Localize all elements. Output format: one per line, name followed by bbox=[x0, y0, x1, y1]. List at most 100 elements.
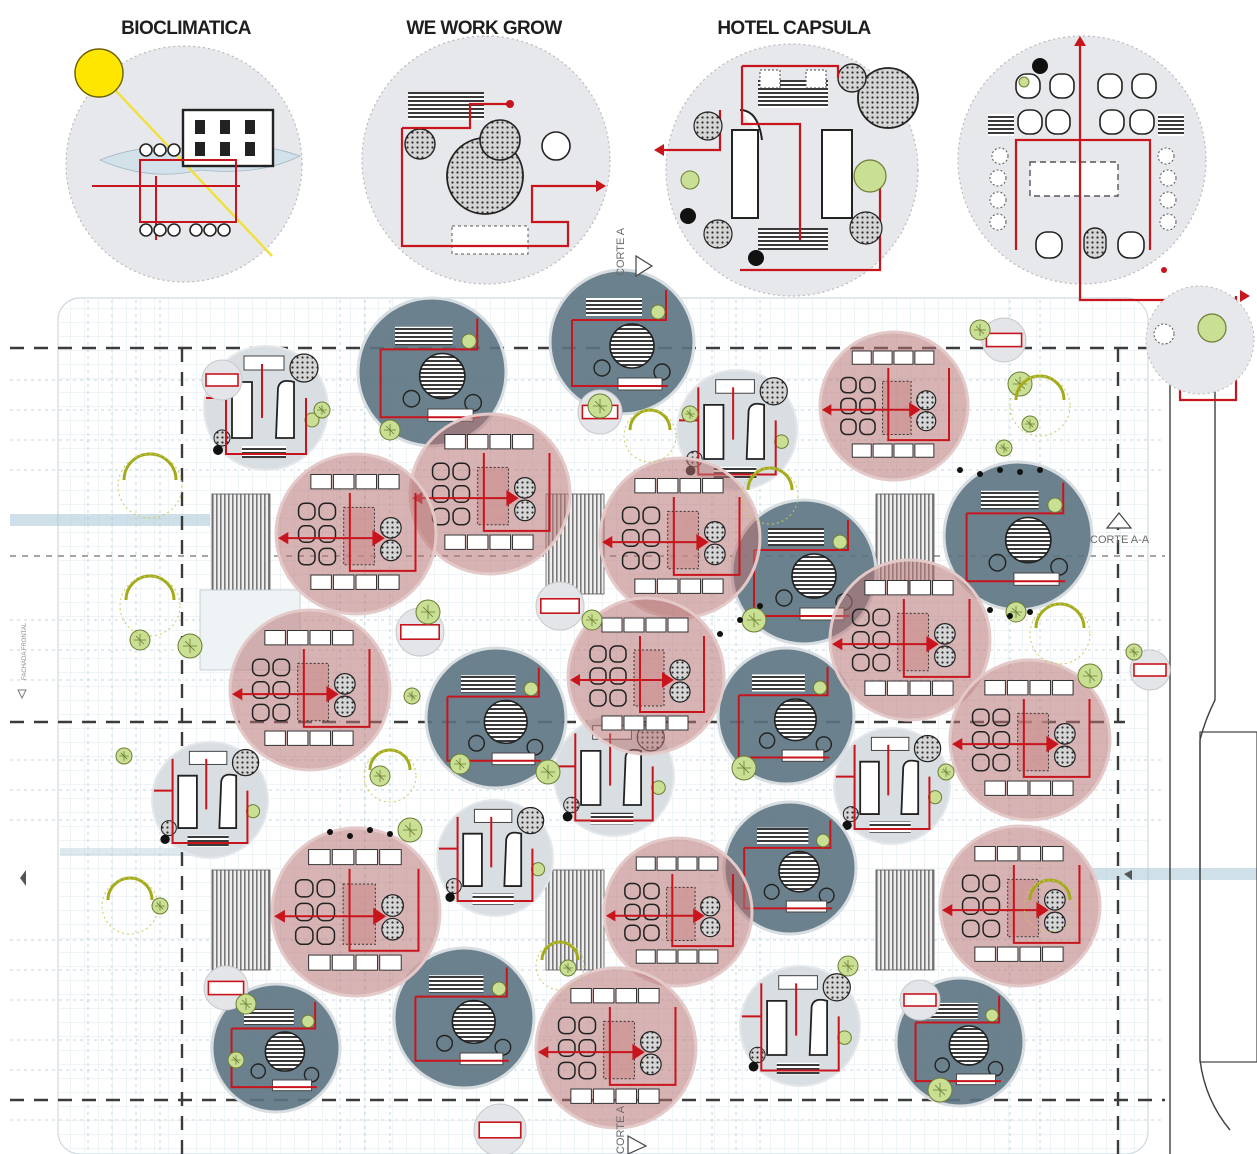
meeting-circle bbox=[483, 699, 528, 745]
circulation-path bbox=[284, 492, 417, 572]
desk bbox=[309, 630, 332, 646]
stripe-block bbox=[395, 326, 453, 346]
capsule-right bbox=[622, 748, 642, 806]
meeting-circle-side bbox=[404, 128, 436, 160]
bollard-dot bbox=[977, 471, 983, 477]
desk bbox=[698, 856, 719, 871]
stool bbox=[294, 902, 314, 922]
table-circle bbox=[763, 883, 780, 900]
capsule-bay bbox=[778, 975, 818, 990]
corte-a-label: CORTE A bbox=[615, 227, 627, 276]
legend-title-wework: WE WORK GROW bbox=[406, 18, 562, 39]
tree-icon bbox=[559, 959, 577, 977]
tree-icon bbox=[369, 765, 391, 787]
desk bbox=[379, 849, 402, 866]
tree-icon bbox=[680, 170, 700, 190]
desk bbox=[1019, 846, 1042, 862]
module-wework bbox=[210, 982, 342, 1114]
stool bbox=[971, 708, 990, 727]
spa-circle bbox=[704, 520, 726, 543]
desk bbox=[638, 1088, 660, 1104]
tree-icon bbox=[1018, 76, 1030, 88]
desk bbox=[914, 350, 935, 365]
desk bbox=[466, 434, 489, 450]
tree-icon bbox=[449, 753, 471, 775]
desk bbox=[378, 574, 400, 590]
spa-circle bbox=[380, 516, 402, 539]
desk bbox=[308, 849, 331, 866]
stool bbox=[316, 926, 336, 946]
spa-circle bbox=[516, 806, 545, 835]
desk bbox=[984, 780, 1006, 796]
desk bbox=[332, 730, 354, 746]
capsule-right bbox=[218, 773, 238, 829]
legend-wework: WE WORK GROW bbox=[361, 18, 611, 285]
desk bbox=[893, 443, 914, 458]
spa-circle bbox=[231, 748, 260, 777]
circulation-path bbox=[660, 64, 882, 272]
desk bbox=[1006, 680, 1029, 696]
tree-icon bbox=[816, 833, 830, 848]
marker-east-arrow bbox=[1124, 870, 1132, 880]
table-circle bbox=[593, 359, 611, 377]
stripe-block bbox=[713, 466, 757, 479]
axis-strip-east bbox=[1090, 868, 1257, 880]
stool bbox=[642, 551, 661, 570]
pod bbox=[1129, 649, 1171, 691]
stool bbox=[297, 502, 316, 521]
desk bbox=[1052, 780, 1074, 796]
tree-branches bbox=[842, 960, 854, 972]
plaza-1 bbox=[211, 493, 271, 595]
dotted-table bbox=[603, 1020, 635, 1080]
desk bbox=[378, 474, 400, 490]
stool bbox=[992, 731, 1011, 749]
bench bbox=[459, 1052, 504, 1066]
module-layer bbox=[151, 268, 1171, 1154]
desk bbox=[308, 954, 331, 971]
desk bbox=[932, 680, 954, 696]
desk bbox=[466, 534, 489, 550]
module-wework bbox=[392, 946, 536, 1090]
tree-branches bbox=[1025, 419, 1035, 429]
desk bbox=[679, 578, 702, 594]
spa-circle bbox=[640, 1053, 662, 1076]
desk bbox=[677, 856, 698, 871]
hedge-dashed bbox=[741, 467, 799, 525]
spa-circle bbox=[934, 645, 956, 668]
hedge-arc bbox=[540, 940, 580, 961]
spa-circle bbox=[700, 896, 721, 917]
tree-icon bbox=[115, 747, 133, 765]
bench bbox=[955, 1073, 997, 1086]
desk bbox=[645, 617, 667, 633]
capsule-right bbox=[745, 402, 765, 460]
arrow-icon bbox=[278, 531, 289, 545]
bench bbox=[617, 377, 663, 391]
black-dot bbox=[748, 1061, 759, 1072]
spa-circle-left-top bbox=[693, 111, 723, 141]
pod bbox=[899, 979, 941, 1021]
desk bbox=[932, 580, 954, 596]
stool bbox=[557, 1039, 576, 1057]
tree-icon bbox=[177, 633, 203, 659]
spa-circle bbox=[334, 695, 356, 718]
desk bbox=[444, 434, 466, 450]
module-workspace bbox=[598, 456, 762, 620]
plaza-6 bbox=[875, 869, 935, 971]
capsule-bay bbox=[870, 736, 910, 751]
pod-bench bbox=[399, 623, 440, 640]
hedge-dashed bbox=[1009, 375, 1071, 437]
hedge-dashed bbox=[535, 941, 585, 991]
stool bbox=[578, 1039, 597, 1057]
arrow-icon bbox=[654, 144, 664, 156]
arrow-icon bbox=[1074, 36, 1086, 46]
module-workspace bbox=[228, 608, 392, 772]
bollard-dot bbox=[737, 617, 743, 623]
desk bbox=[444, 534, 466, 550]
circulation-path bbox=[571, 290, 668, 387]
stool bbox=[840, 376, 857, 394]
tree-branches bbox=[540, 764, 556, 780]
stripe-block bbox=[408, 92, 484, 120]
spa-circle bbox=[1044, 888, 1066, 911]
legend-hotel: HOTEL CAPSULA bbox=[654, 18, 919, 297]
dashed-box bbox=[805, 69, 827, 89]
